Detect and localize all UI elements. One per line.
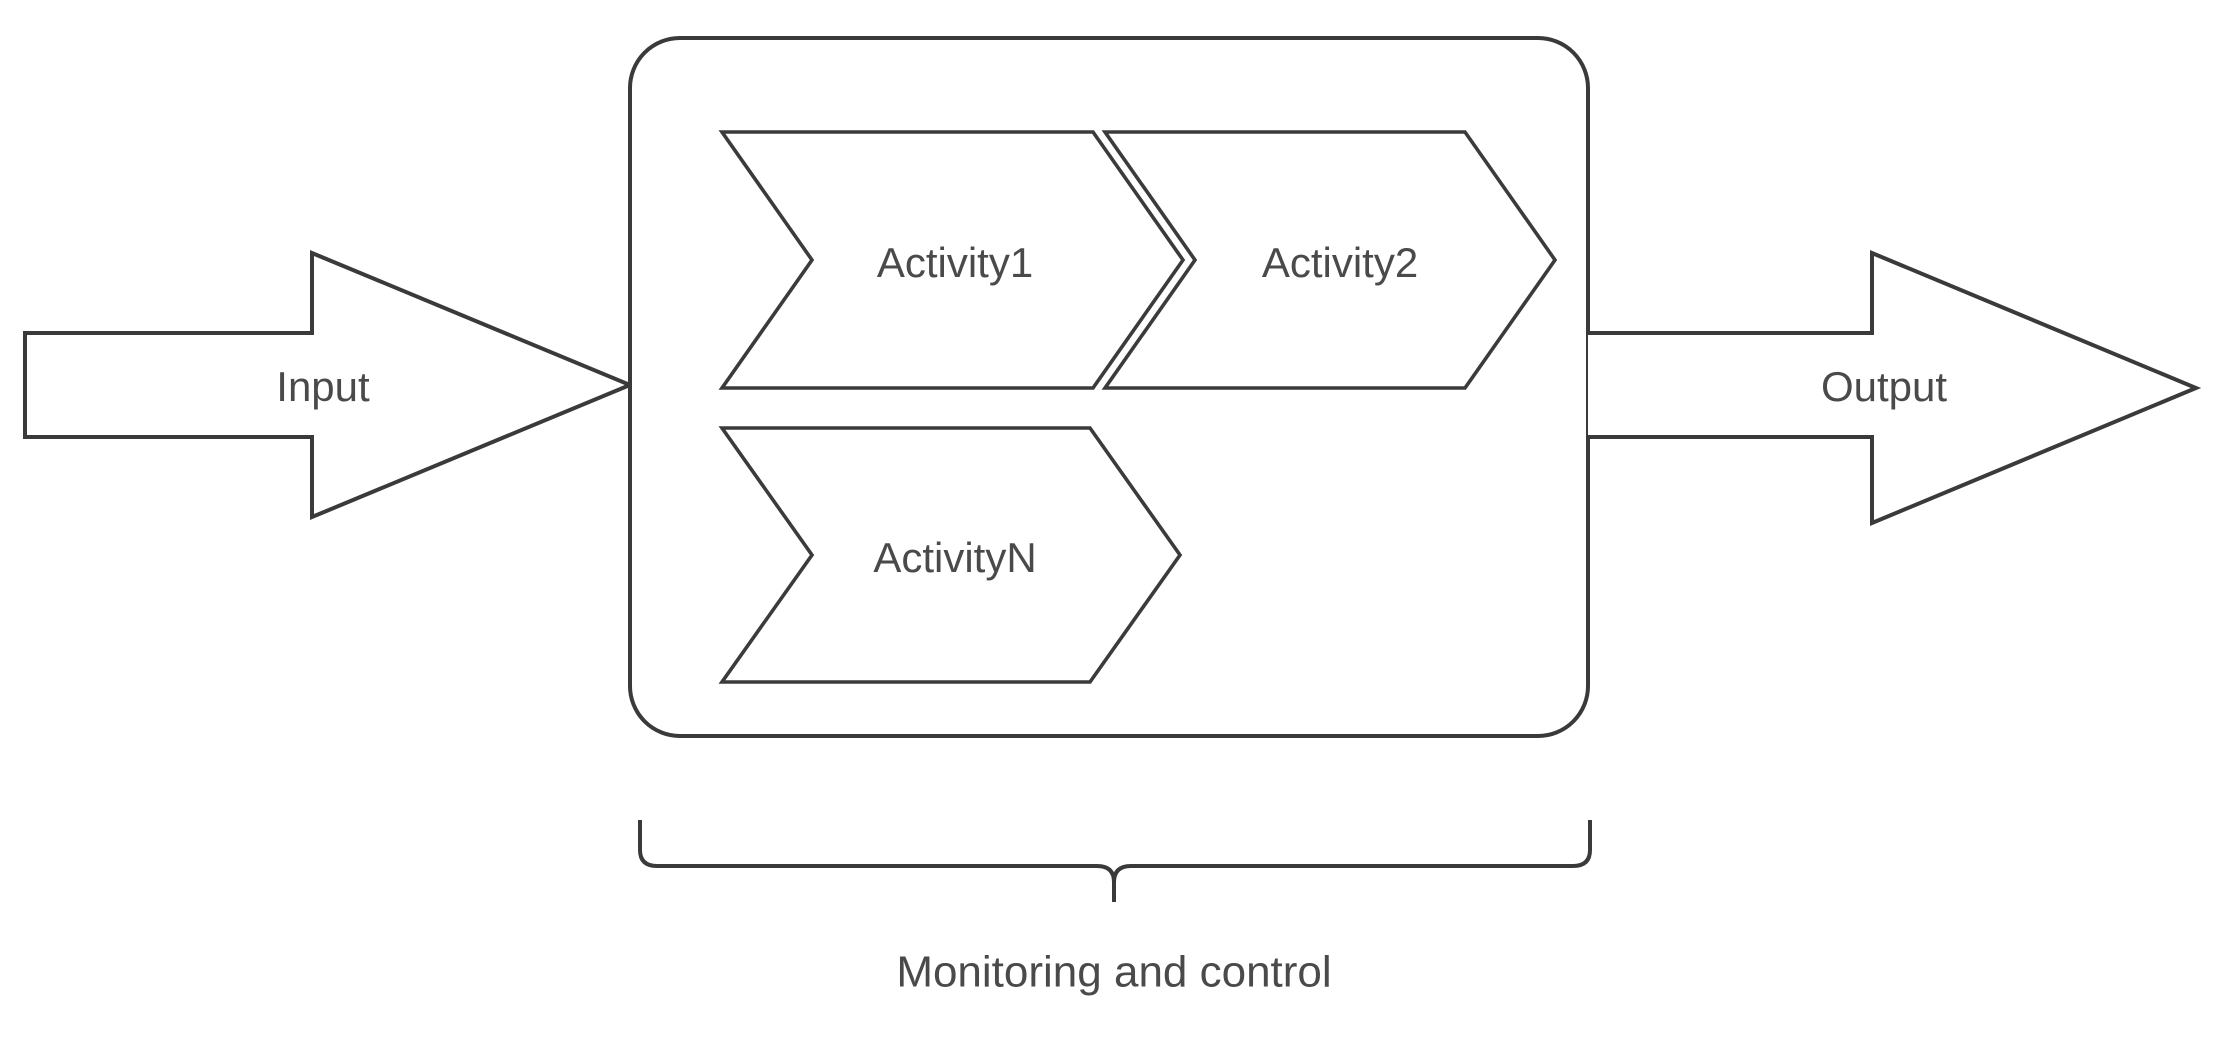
input-arrow-group[interactable]: Input <box>23 250 636 520</box>
output-arrow-shape[interactable] <box>1588 250 2202 526</box>
output-arrow-group[interactable]: Output <box>1588 250 2202 526</box>
input-arrow-shape[interactable] <box>23 250 636 520</box>
brace-icon <box>638 820 1592 884</box>
activity-1-label: Activity1 <box>877 239 1033 286</box>
activity-2-group[interactable]: Activity2 <box>1101 130 1558 390</box>
monitoring-caption: Monitoring and control <box>896 948 1331 997</box>
activity-n-shape[interactable] <box>718 426 1183 684</box>
input-label: Input <box>276 363 370 410</box>
activity-1-group[interactable]: Activity1 <box>718 130 1186 390</box>
activity-2-label: Activity2 <box>1262 239 1418 286</box>
activity-n-group[interactable]: ActivityN <box>718 426 1183 684</box>
activity-1-shape[interactable] <box>718 130 1186 390</box>
monitoring-brace-group: Monitoring and control <box>638 820 1592 997</box>
activity-2-shape[interactable] <box>1101 130 1558 390</box>
activity-n-label: ActivityN <box>873 534 1036 581</box>
output-label: Output <box>1821 363 1947 410</box>
